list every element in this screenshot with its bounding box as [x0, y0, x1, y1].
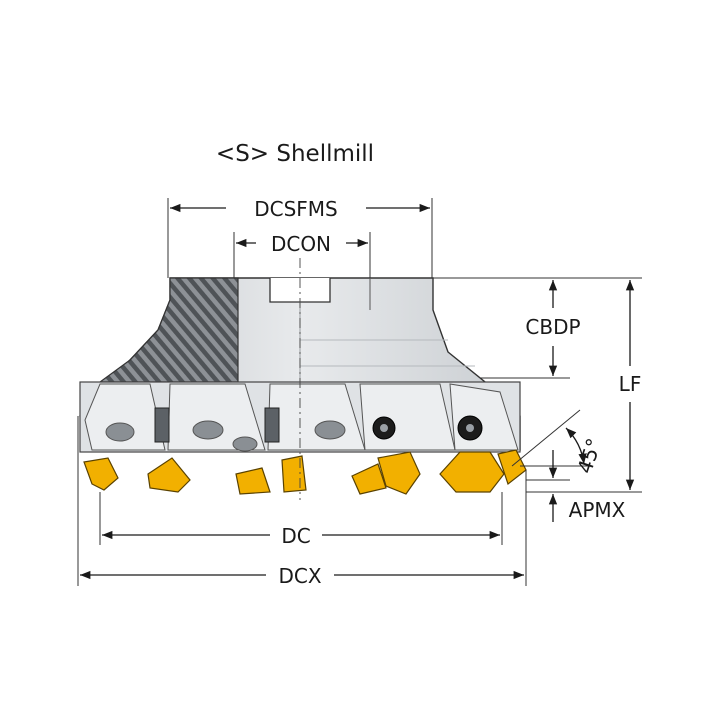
label-dcon: DCON — [271, 232, 331, 256]
cutting-inserts — [83, 449, 527, 495]
label-lf: LF — [619, 372, 642, 396]
label-dcx: DCX — [278, 564, 321, 588]
dim-dcsfms: DCSFMS — [167, 197, 433, 278]
label-angle: 45° — [572, 435, 606, 476]
dim-dcx: DCX — [77, 416, 527, 588]
dim-dc: DC — [99, 492, 503, 548]
label-dc: DC — [281, 524, 310, 548]
dim-angle: 45° — [511, 409, 606, 476]
label-cbdp: CBDP — [525, 315, 580, 339]
dim-cbdp: CBDP — [433, 277, 581, 379]
label-dcsfms: DCSFMS — [254, 197, 338, 221]
dim-dcon: DCON — [233, 232, 371, 278]
dim-lf: LF — [526, 277, 642, 493]
diagram-title: <S> Shellmill — [216, 141, 374, 167]
label-apmx: APMX — [569, 498, 626, 522]
section-hatch — [98, 277, 239, 383]
dim-apmx: APMX — [526, 450, 626, 522]
